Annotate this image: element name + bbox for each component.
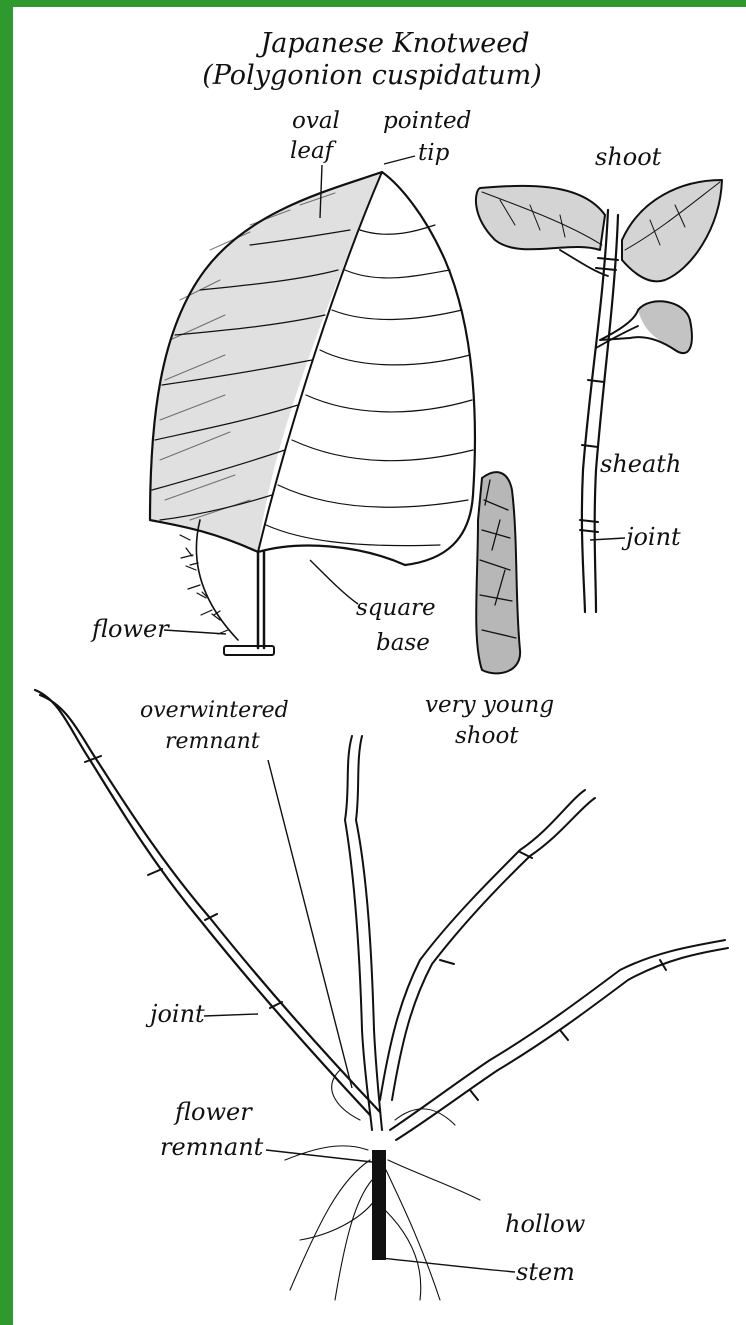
label-base: base (376, 630, 430, 656)
label-flower-remnant-1: flower (173, 1098, 253, 1126)
label-overwintered: overwintered (140, 698, 289, 723)
label-stem: stem (516, 1258, 575, 1286)
label-flower-remnant-2: remnant (160, 1133, 264, 1161)
leader-hollow-stem (380, 1258, 515, 1272)
very-young-shoot-drawing (476, 472, 520, 673)
oval-leaf-drawing (150, 172, 475, 655)
label-very-young: very young (425, 692, 554, 718)
label-shoot: shoot (595, 143, 662, 171)
label-sheath: sheath (600, 450, 681, 478)
label-pointed: pointed (383, 108, 471, 134)
label-leaf-line2: leaf (290, 138, 337, 164)
leader-flower-remnant (266, 1150, 372, 1162)
leader-square-base (310, 560, 358, 604)
title-line-1: Japanese Knotweed (255, 28, 529, 59)
leader-pointed-tip (384, 156, 415, 164)
title-line-2: (Polygonion cuspidatum) (202, 60, 542, 91)
label-overwintered-remnant: remnant (165, 729, 260, 754)
leader-flower (164, 630, 226, 634)
label-oval-line1: oval (292, 108, 340, 134)
label-hollow: hollow (505, 1210, 586, 1238)
label-flower: flower (90, 615, 170, 643)
label-joint-lower: joint (145, 1000, 205, 1028)
leader-overwintered-remnant (268, 760, 352, 1088)
label-very-young-shoot: shoot (455, 723, 519, 749)
stem-cluster-drawing (35, 690, 728, 1300)
label-joint-upper: joint (621, 523, 681, 551)
label-tip: tip (418, 140, 450, 166)
label-square: square (356, 595, 436, 621)
leader-joint-lower (204, 1014, 258, 1016)
